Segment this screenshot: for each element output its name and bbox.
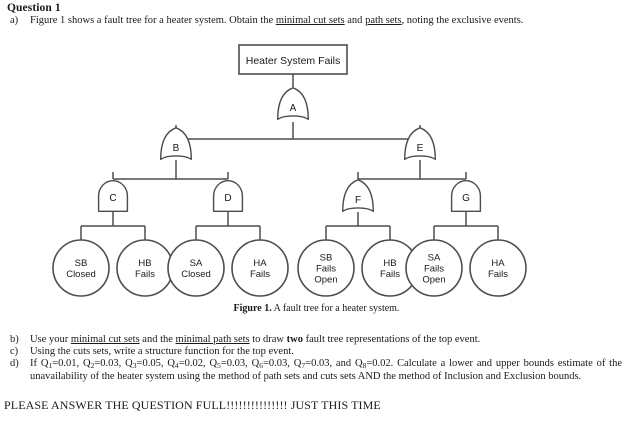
figure-caption-text: A fault tree for a heater system. [271, 303, 400, 314]
basic-event-6-line: HB [383, 258, 396, 269]
gate-B: B [159, 127, 193, 161]
gate-C-label: C [109, 193, 116, 204]
fault-tree-diagram: Heater System Fails A B E C [0, 38, 633, 300]
gate-G: G [450, 179, 482, 213]
basic-event-3-line: SA [190, 258, 203, 269]
item-b-underline-2: minimal path sets [175, 334, 250, 345]
q-value-7: Q7=0.03, and [293, 358, 355, 370]
gate-G-label: G [462, 193, 470, 204]
item-c-marker: c) [10, 346, 19, 357]
basic-event-1: SBClosed1 [52, 239, 110, 297]
item-a-text-3: , noting the exclusive events. [401, 15, 524, 26]
basic-event-8-line: HA [491, 258, 505, 269]
figure-caption-bold: Figure 1. [233, 303, 272, 314]
basic-event-8-line: Fails [488, 269, 508, 280]
gate-F-label: F [355, 195, 361, 206]
tree-connector-lines [80, 74, 499, 240]
gate-C: C [97, 179, 129, 213]
page-title: Question 1 [7, 2, 61, 14]
item-b-text-3: to draw [249, 334, 287, 345]
basic-event-1-line: Closed [66, 269, 96, 280]
item-b-text-4: fault tree representations of the top ev… [303, 334, 481, 345]
basic-event-3-line: Closed [181, 269, 211, 280]
q-value-4: Q4=0.02, [167, 358, 210, 370]
basic-event-7-line: Open [422, 275, 445, 286]
item-d-body: If Q1=0.01, Q2=0.03, Q3=0.05, Q4=0.02, Q… [30, 358, 622, 383]
question-item-c: c) Using the cuts sets, write a structur… [10, 346, 622, 359]
item-b-body: Use your minimal cut sets and the minima… [30, 334, 622, 347]
gate-E-label: E [417, 143, 424, 154]
basic-event-6-line: Fails [380, 269, 400, 280]
item-b-text-1: Use your [30, 334, 71, 345]
basic-event-4-line: HA [253, 258, 267, 269]
item-c-body: Using the cuts sets, write a structure f… [30, 346, 294, 357]
gate-E: E [403, 127, 437, 161]
q-value-5: Q5=0.03, [209, 358, 252, 370]
gate-A: A [276, 87, 310, 121]
basic-event-5: SBFailsOpen5 [297, 239, 355, 297]
basic-event-7: SAFailsOpen7 [405, 239, 463, 297]
q-value-8: Q8=0.02. [354, 358, 398, 370]
item-a-text-1: Figure 1 shows a fault tree for a heater… [30, 15, 276, 26]
item-a-underline-1: minimal cut sets [275, 15, 345, 26]
top-event-label: Heater System Fails [246, 55, 341, 67]
basic-event-4-line: Fails [250, 269, 270, 280]
item-a-text-2: and [344, 15, 366, 26]
figure-caption: Figure 1. A fault tree for a heater syst… [0, 303, 633, 314]
gate-F: F [341, 179, 375, 213]
top-event-box: Heater System Fails [238, 44, 348, 75]
basic-event-8: HAFails8 [469, 239, 527, 297]
item-d-marker: d) [10, 358, 19, 369]
item-a-body: Figure 1 shows a fault tree for a heater… [30, 15, 622, 28]
gate-D-label: D [224, 193, 231, 204]
basic-event-7-line: SA [428, 253, 441, 264]
item-d-q-values: Q1=0.01, Q2=0.03, Q3=0.05, Q4=0.02, Q5=0… [41, 358, 397, 369]
item-b-text-2: and the [139, 334, 176, 345]
question-item-b: b) Use your minimal cut sets and the min… [10, 334, 622, 347]
item-a-marker: a) [10, 15, 19, 26]
basic-event-5-line: SB [320, 253, 333, 264]
q-value-2: Q2=0.03, [83, 358, 126, 370]
q-value-3: Q3=0.05, [125, 358, 168, 370]
item-d-tail: Calculate a lower and upper bounds estim… [30, 358, 623, 382]
gate-D: D [212, 179, 244, 213]
basic-event-4: HAFails4 [231, 239, 289, 297]
basic-event-3: SAClosed3 [167, 239, 225, 297]
item-b-marker: b) [10, 334, 19, 345]
item-b-underline-1: minimal cut sets [70, 334, 140, 345]
item-a-underline-2: path sets [365, 15, 402, 26]
q-value-6: Q6=0.03, [251, 358, 294, 370]
basic-event-group: SBClosed1HBFails2SAClosed3HAFails4SBFail… [52, 239, 527, 297]
question-item-a: a) Figure 1 shows a fault tree for a hea… [10, 15, 622, 28]
basic-event-7-line: Fails [424, 264, 444, 275]
q-value-1: Q1=0.01, [40, 358, 83, 370]
question-item-d: d) If Q1=0.01, Q2=0.03, Q3=0.05, Q4=0.02… [10, 358, 622, 383]
basic-event-1-line: SB [75, 258, 88, 269]
gate-A-label: A [290, 103, 297, 114]
item-b-bold-1: two [286, 334, 303, 345]
gate-B-label: B [173, 143, 180, 154]
basic-event-5-line: Fails [316, 264, 336, 275]
basic-event-2: HBFails2 [116, 239, 174, 297]
basic-event-5-line: Open [314, 275, 337, 286]
basic-event-2-line: HB [138, 258, 151, 269]
item-d-lead: If [30, 358, 41, 369]
footer-plea: PLEASE ANSWER THE QUESTION FULL!!!!!!!!!… [4, 398, 381, 412]
basic-event-2-line: Fails [135, 269, 155, 280]
